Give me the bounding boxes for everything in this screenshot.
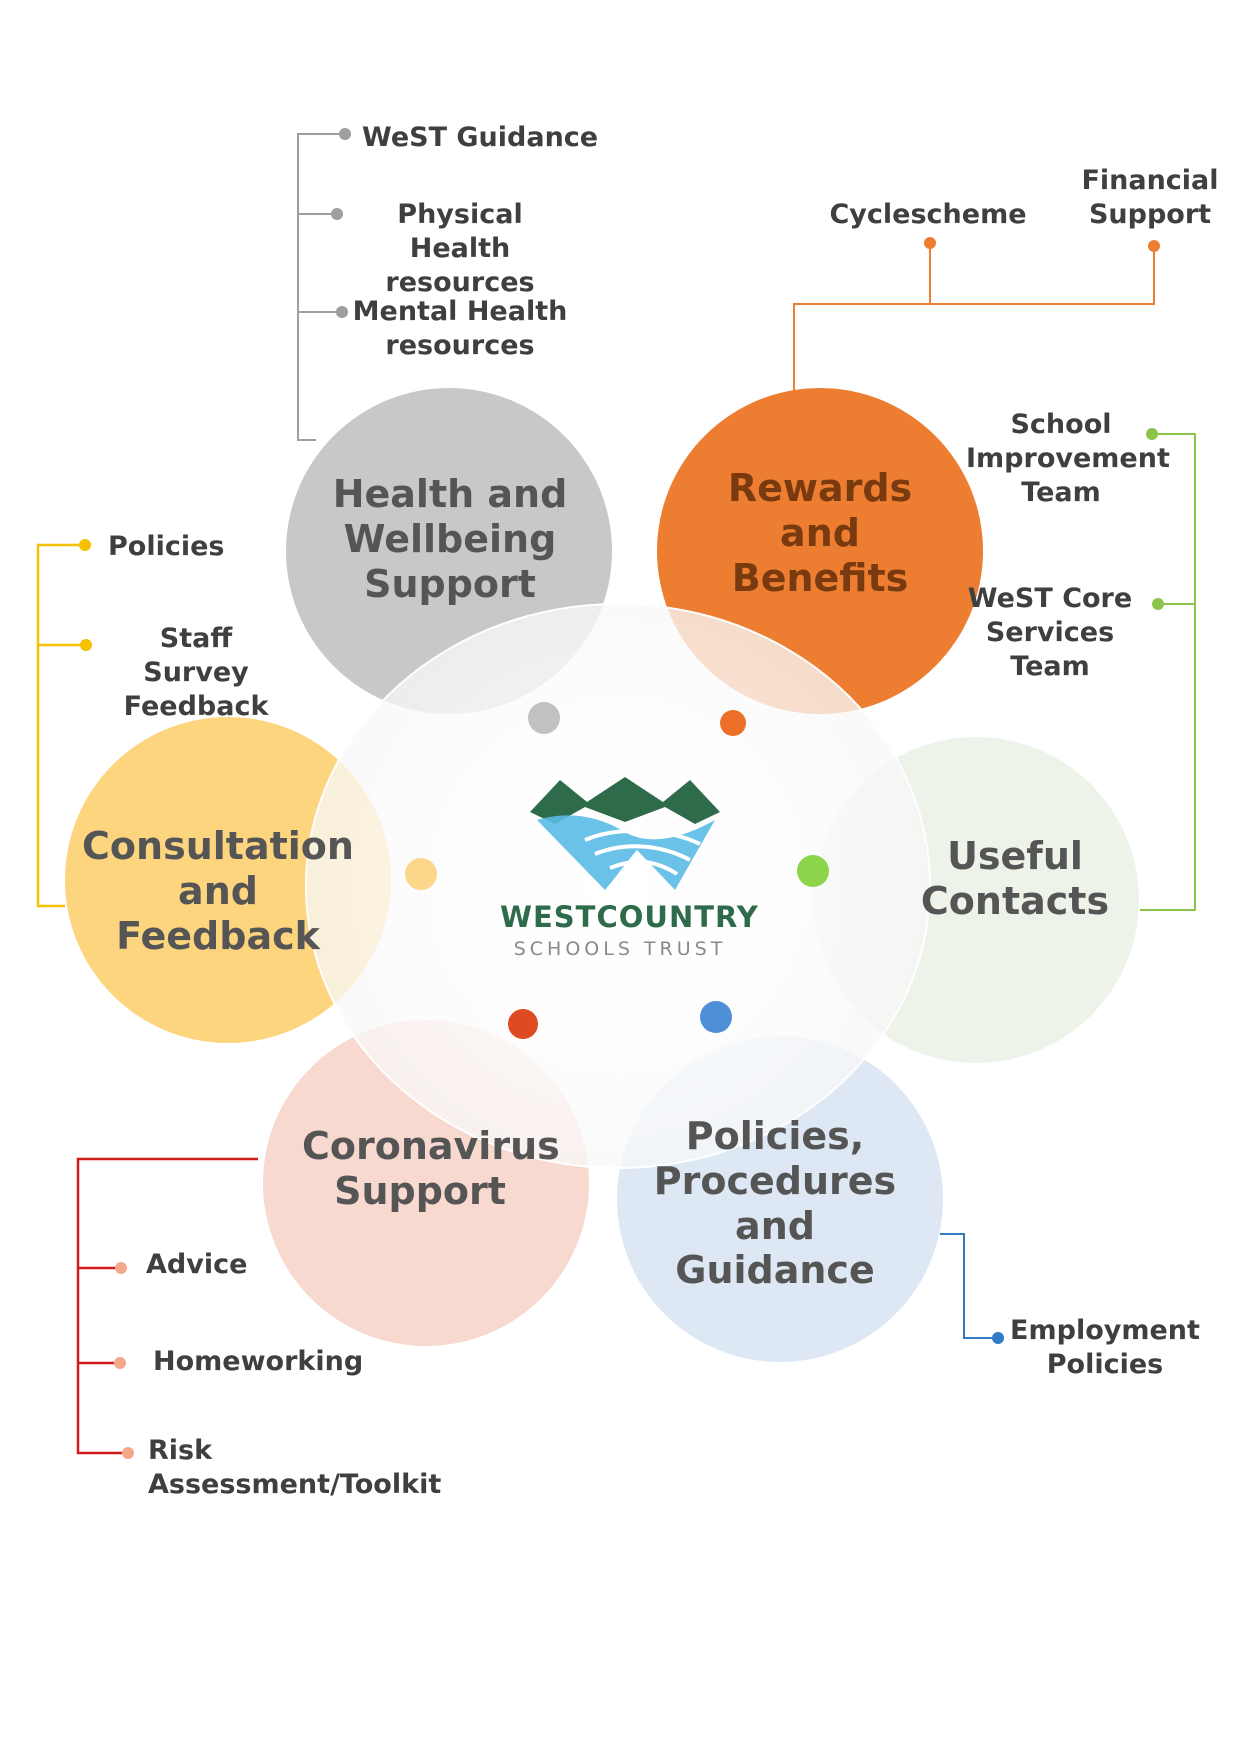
rewards-title: Rewards and Benefits <box>727 466 913 600</box>
health-title: Health and Wellbeing Support <box>332 472 568 606</box>
label-risk-assessment[interactable]: Risk Assessment/Toolkit <box>148 1435 442 1500</box>
label-policies[interactable]: Policies <box>108 531 225 562</box>
logo-mark-icon <box>530 777 720 890</box>
label-school-improvement[interactable]: School Improvement Team <box>966 409 1170 508</box>
label-employment-policies[interactable]: Employment Policies <box>1010 1315 1200 1380</box>
rewards-connectors <box>793 244 1155 392</box>
policies-connector-dot <box>992 1332 1004 1344</box>
coronavirus-connector-dot <box>122 1447 134 1459</box>
health-connector-dot <box>331 208 343 220</box>
label-advice[interactable]: Advice <box>146 1249 248 1280</box>
coronavirus-connector-dot <box>114 1357 126 1369</box>
label-financial-support[interactable]: Financial Support <box>1081 165 1219 230</box>
coronavirus-title: Coronavirus Support <box>302 1124 560 1213</box>
consultation-connector-dot <box>79 539 91 551</box>
health-connector-dot <box>339 128 351 140</box>
consultation-connectors <box>36 543 86 908</box>
rewards-connector-dot <box>1148 240 1160 252</box>
contacts-connectors <box>1140 433 1196 911</box>
label-mental-health[interactable]: Mental Health resources <box>352 296 568 361</box>
policies-connectors <box>940 1233 998 1339</box>
label-west-core[interactable]: WeST Core Services Team <box>967 583 1133 682</box>
consultation-inner-dot <box>405 858 437 890</box>
rewards-inner-dot <box>720 710 746 736</box>
label-west-guidance[interactable]: WeST Guidance <box>362 122 599 153</box>
policies-title: Policies, Procedures and Guidance <box>653 1114 897 1293</box>
coronavirus-inner-dot <box>508 1009 538 1039</box>
label-homeworking[interactable]: Homeworking <box>153 1346 364 1377</box>
consultation-connector-dot <box>80 639 92 651</box>
label-cyclescheme[interactable]: Cyclescheme <box>829 199 1027 230</box>
health-connector-dot <box>336 306 348 318</box>
contacts-inner-dot <box>797 855 829 887</box>
rewards-connector-dot <box>924 237 936 249</box>
consultation-title: Consultation and Feedback <box>82 824 354 958</box>
contacts-title: Useful Contacts <box>920 834 1110 923</box>
coronavirus-connector-dot <box>115 1262 127 1274</box>
logo-name: WESTCOUNTRY <box>500 900 759 934</box>
label-physical-health[interactable]: Physical Health resources <box>385 199 535 298</box>
health-connectors <box>297 133 345 441</box>
contacts-connector-dot <box>1146 428 1158 440</box>
westcountry-logo <box>525 772 725 902</box>
coronavirus-connectors <box>76 1157 258 1455</box>
health-inner-dot <box>528 702 560 734</box>
logo-subtitle: SCHOOLS TRUST <box>513 938 727 960</box>
policies-inner-dot <box>700 1001 732 1033</box>
center-circle <box>305 603 931 1169</box>
contacts-connector-dot <box>1152 598 1164 610</box>
label-staff-survey[interactable]: Staff Survey Feedback <box>123 623 269 722</box>
